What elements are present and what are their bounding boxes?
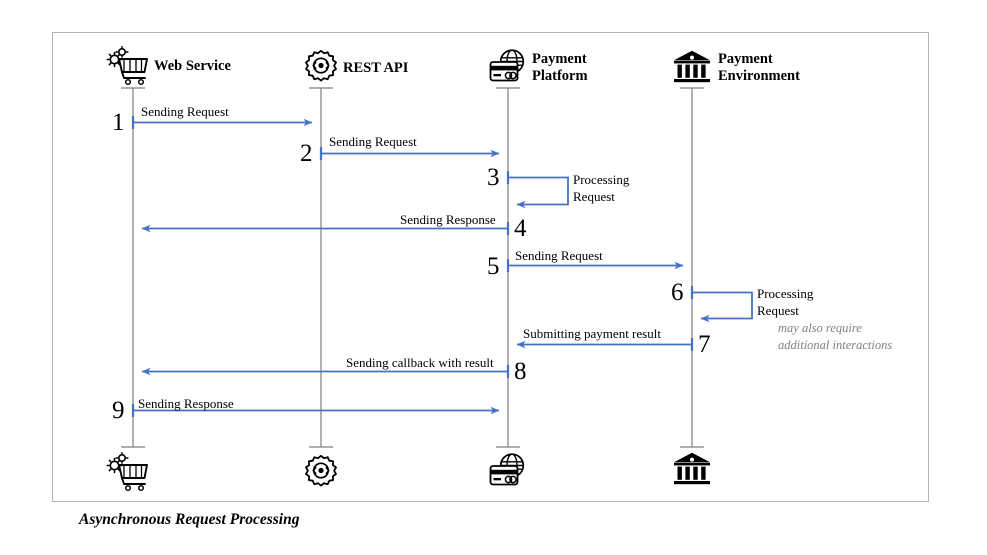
sequence-number-7: 7 [698,331,711,358]
actor-label-rest-api: REST API [343,60,409,76]
message-label-8: Sending callback with result [346,355,494,370]
sequence-number-5: 5 [487,253,500,280]
sequence-number-1: 1 [112,109,125,136]
message-label-1: Sending Request [141,104,229,119]
diagram-caption: Asynchronous Request Processing [79,511,300,528]
annotation-note: may also require additional interactions [778,321,893,352]
sequence-number-3: 3 [487,164,500,191]
message-label-3: Processing Request [573,172,630,204]
actor-label-payment-platform: Payment Platform [532,51,588,85]
sequence-number-8: 8 [514,358,527,385]
message-label-6: Processing Request [757,286,814,318]
sequence-number-4: 4 [514,215,527,242]
message-label-4: Sending Response [400,212,496,227]
sequence-number-9: 9 [112,397,125,424]
sequence-number-2: 2 [300,140,313,167]
message-label-5: Sending Request [515,248,603,263]
sequence-number-6: 6 [671,279,684,306]
message-label-9: Sending Response [138,396,234,411]
diagram-frame [52,32,929,502]
message-label-2: Sending Request [329,134,417,149]
actor-label-payment-environment: Payment Environment [718,51,800,85]
actor-label-web-service: Web Service [154,58,231,74]
message-label-7: Submitting payment result [523,326,661,341]
